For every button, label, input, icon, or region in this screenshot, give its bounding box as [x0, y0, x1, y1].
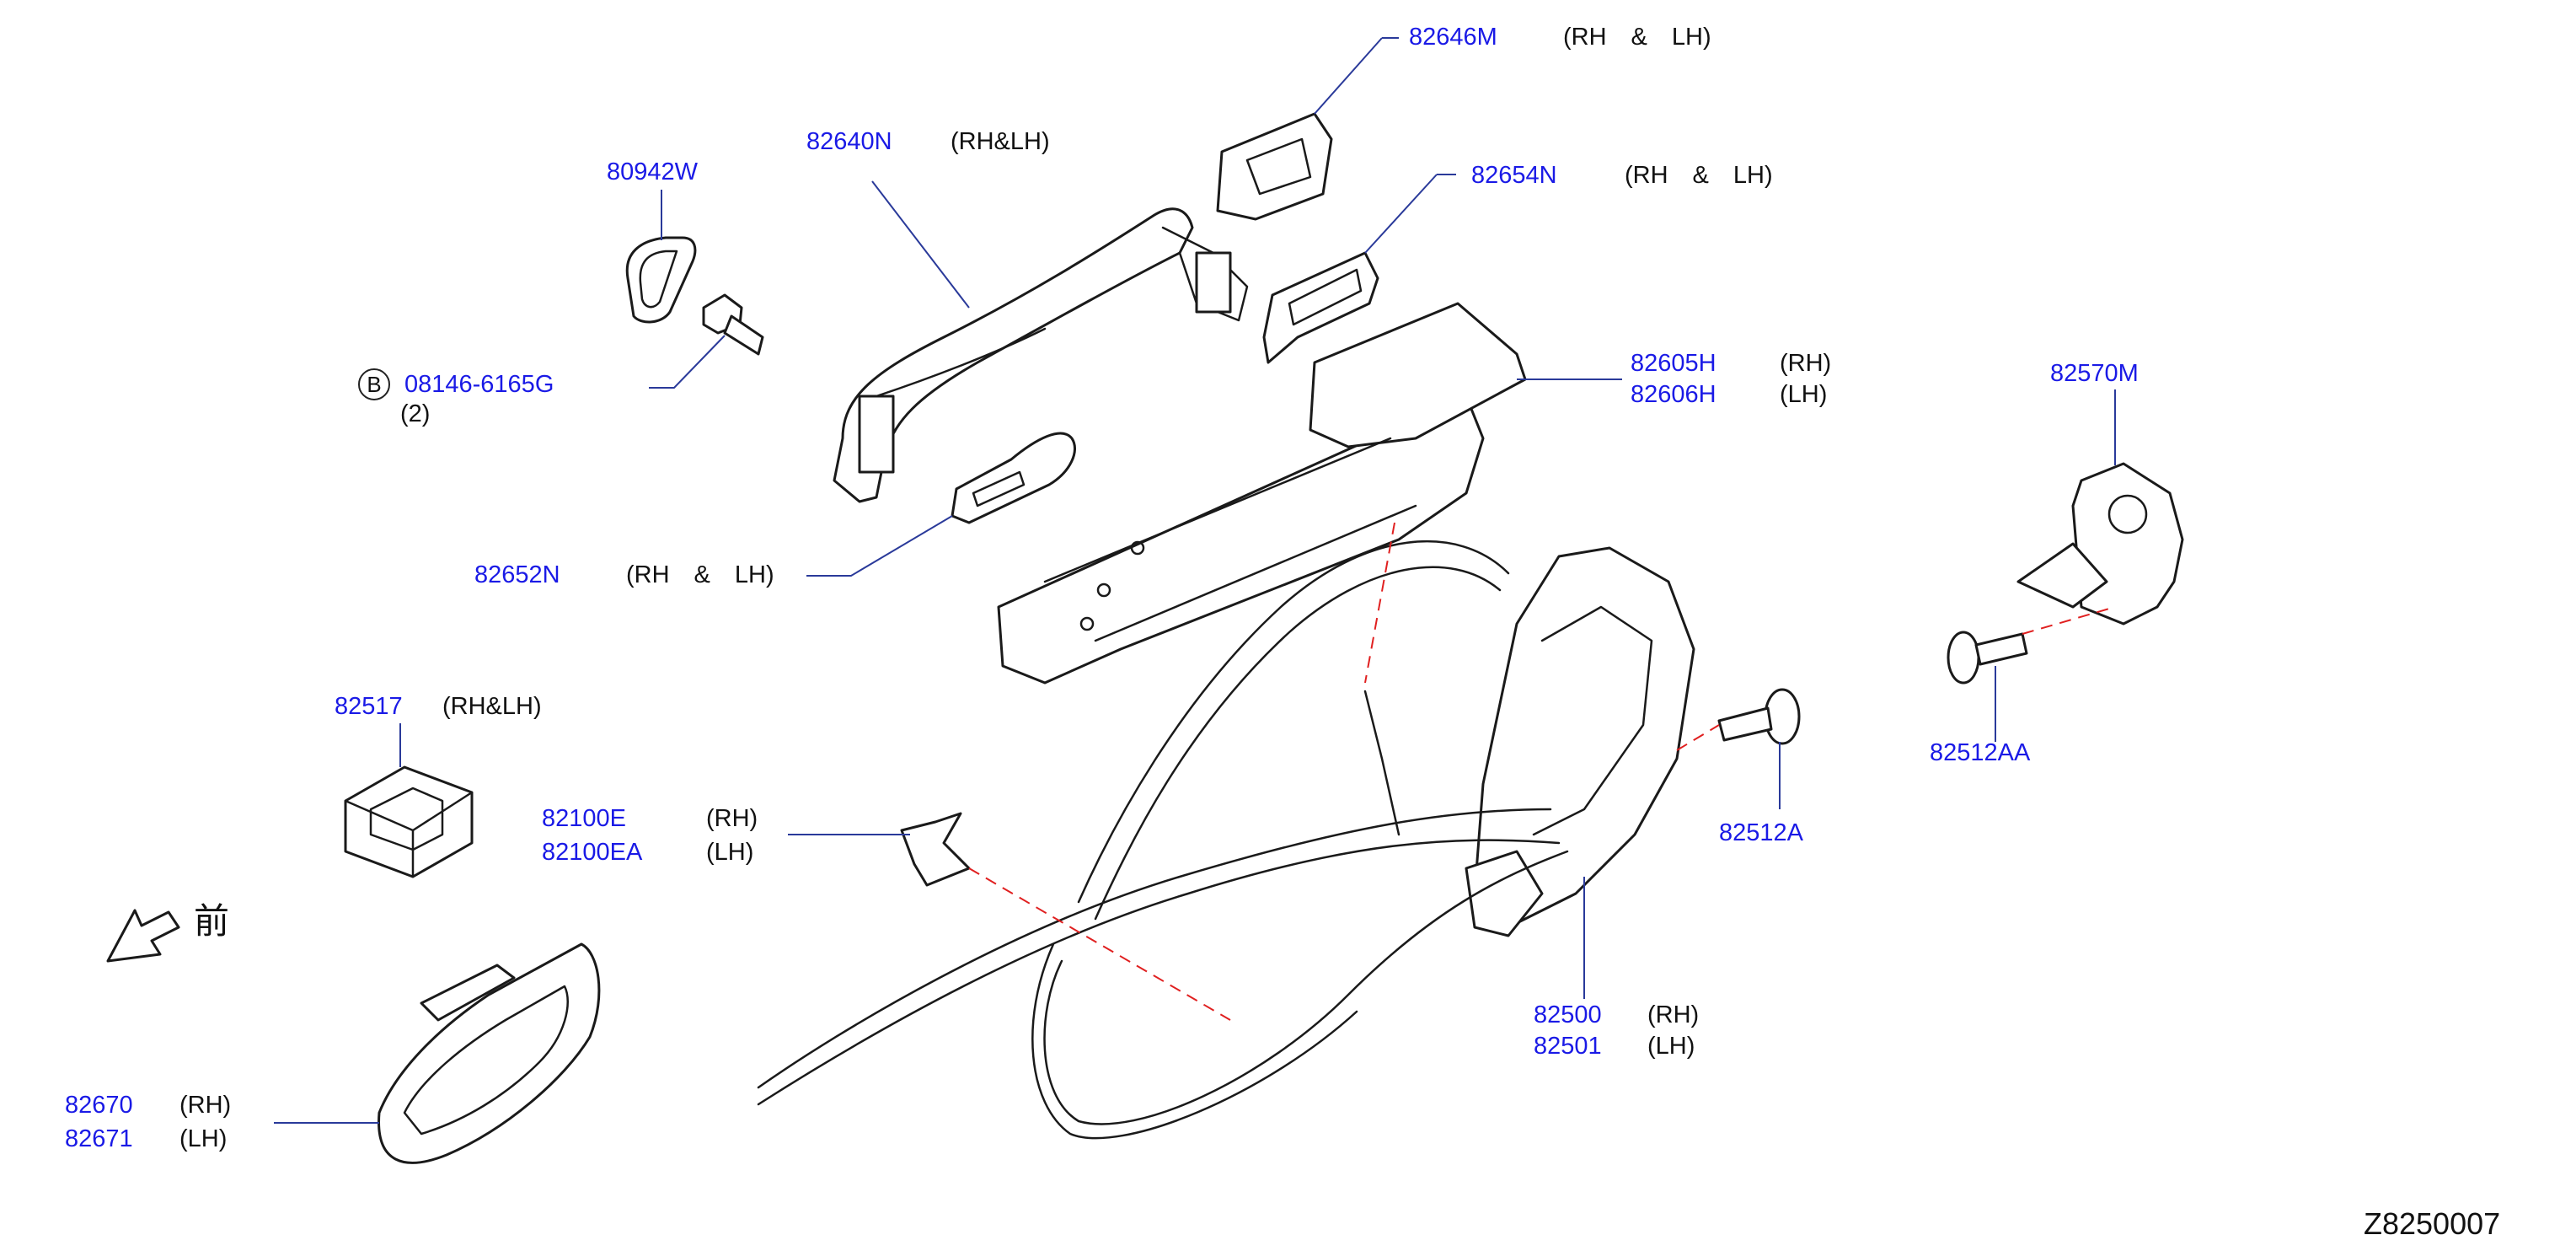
part-82652n-qualifier: (RH & LH) — [626, 561, 774, 588]
part-82671-qualifier: (LH) — [179, 1125, 228, 1152]
inside-handle-part[interactable] — [378, 942, 601, 1164]
part-82100e-qualifier: (RH) — [706, 805, 758, 832]
part-82512aa-number[interactable]: 82512AA — [1930, 739, 2031, 766]
part-82500-qualifier: (RH) — [1647, 1001, 1700, 1028]
leader-lines — [274, 37, 2116, 1124]
front-marker: 前 — [194, 900, 230, 942]
part-82517-qualifier: (RH&LH) — [442, 693, 542, 720]
part-82500-number[interactable]: 82500 — [1534, 1001, 1602, 1028]
part-82100ea-qualifier: (LH) — [706, 839, 754, 866]
pad-part[interactable] — [344, 765, 474, 878]
part-82570m-number[interactable]: 82570M — [2050, 360, 2139, 387]
front-arrow-icon — [106, 909, 180, 963]
door-cables — [757, 540, 1569, 1140]
handle-bracket-part[interactable] — [997, 302, 1527, 685]
part-82605h-number[interactable]: 82605H — [1631, 350, 1716, 377]
bolt-part[interactable] — [702, 293, 764, 356]
part-82640n-number[interactable]: 82640N — [806, 128, 892, 155]
cable-clip-part[interactable] — [900, 812, 971, 887]
handle-gasket-part[interactable] — [1262, 251, 1379, 364]
part-82646m-number[interactable]: 82646M — [1409, 24, 1497, 51]
part-82606h-number[interactable]: 82606H — [1631, 381, 1716, 408]
part-82654n-qualifier: (RH & LH) — [1625, 162, 1773, 189]
bolt-quantity: (2) — [400, 400, 431, 427]
striker-screw-part[interactable] — [1947, 631, 2028, 685]
part-80942w-number[interactable]: 80942W — [607, 158, 699, 185]
lock-screw-part[interactable] — [1717, 688, 1801, 745]
handle-escutcheon-cap-part[interactable] — [1216, 112, 1333, 221]
part-82100e-number[interactable]: 82100E — [542, 805, 626, 832]
part-82501-qualifier: (LH) — [1647, 1033, 1695, 1060]
part-82501-number[interactable]: 82501 — [1534, 1033, 1602, 1060]
door-lock-actuator-part[interactable] — [1465, 546, 1695, 937]
key-cylinder-cover-part[interactable] — [951, 432, 1077, 524]
part-82605h-qualifier: (RH) — [1780, 350, 1832, 377]
alignment-lines — [968, 522, 2116, 1021]
part-82512a-number[interactable]: 82512A — [1719, 819, 1803, 846]
diagram-code: Z8250007 — [2364, 1206, 2501, 1241]
part-82654n-number[interactable]: 82654N — [1471, 162, 1557, 189]
part-82670-number[interactable]: 82670 — [65, 1092, 133, 1119]
outside-handle-part[interactable] — [833, 207, 1249, 503]
part-82606h-qualifier: (LH) — [1780, 381, 1828, 408]
small-gasket-part[interactable] — [625, 236, 697, 324]
part-82646m-qualifier: (RH & LH) — [1563, 24, 1711, 51]
bolt-group-circle: B — [358, 368, 390, 400]
part-82670-qualifier: (RH) — [179, 1092, 232, 1119]
part-82100ea-number[interactable]: 82100EA — [542, 839, 643, 866]
door-striker-part[interactable] — [2016, 462, 2184, 626]
part-82652n-number[interactable]: 82652N — [474, 561, 560, 588]
bolt-part-number[interactable]: 08146-6165G — [404, 371, 554, 398]
part-82517-number[interactable]: 82517 — [335, 693, 403, 720]
part-82671-number[interactable]: 82671 — [65, 1125, 133, 1152]
part-82640n-qualifier: (RH&LH) — [951, 128, 1050, 155]
